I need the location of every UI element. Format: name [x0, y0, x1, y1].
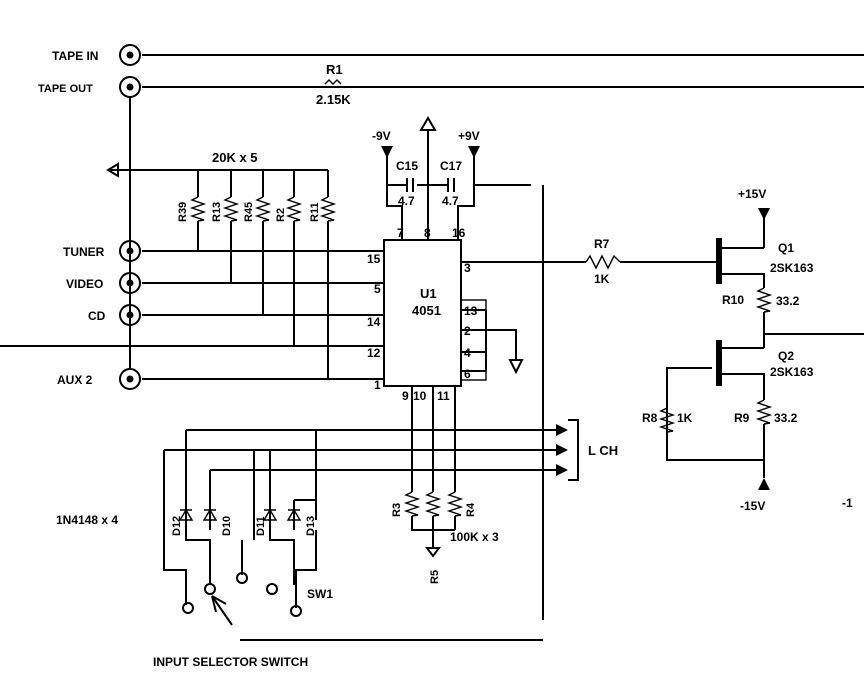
resistor-r10: [755, 287, 773, 313]
label-tuner: TUNER: [63, 245, 105, 259]
pin-13: 13: [464, 304, 478, 318]
label-q1: Q1: [778, 241, 794, 255]
switch-pointer: [211, 595, 233, 626]
pin-5: 5: [374, 282, 381, 296]
label-r45: R45: [243, 202, 255, 222]
label-c17-value: 4.7: [442, 194, 459, 208]
label-c15-value: 4.7: [398, 194, 415, 208]
switch-contacts: [182, 572, 302, 617]
jack-cd: [119, 304, 141, 326]
neg9-arrow: [381, 146, 393, 158]
label-neg15-edge: -1: [842, 496, 853, 510]
mux-pin-box: [460, 299, 487, 381]
pin-12: 12: [367, 346, 381, 360]
label-tape-out: TAPE OUT: [38, 83, 93, 95]
capacitor-c17: [447, 178, 455, 192]
label-q2-part: 2SK163: [770, 365, 814, 379]
label-r7: R7: [594, 237, 610, 251]
label-r39: R39: [177, 202, 189, 222]
wiring: [0, 54, 864, 641]
label-video: VIDEO: [66, 277, 103, 291]
capacitor-c15: [406, 178, 414, 192]
label-q1-part: 2SK163: [770, 261, 814, 275]
label-cd: CD: [88, 309, 106, 323]
pulldown-resistors: [403, 491, 464, 558]
pin-1: 1: [374, 378, 381, 392]
label-d13: D13: [305, 516, 317, 536]
label-aux2: AUX 2: [57, 373, 93, 387]
resistor-r8: [658, 407, 676, 460]
label-r10: R10: [722, 293, 744, 307]
pin-9: 9: [402, 389, 409, 403]
label-r9: R9: [734, 411, 750, 425]
up-arrow: [419, 116, 437, 131]
jack-tape-in: [119, 44, 141, 66]
channel-arrows: [556, 424, 568, 476]
transistor-q1: [712, 238, 722, 284]
pin-15: 15: [367, 252, 381, 266]
pin-16: 16: [452, 226, 466, 240]
label-switch-caption: INPUT SELECTOR SWITCH: [153, 655, 308, 669]
label-pos15: +15V: [738, 187, 766, 201]
jack-tuner: [119, 240, 141, 262]
label-c15: C15: [396, 159, 418, 173]
ground-symbol: [508, 359, 524, 375]
network-resistors: [189, 196, 337, 222]
jack-video: [119, 272, 141, 294]
label-r9-value: 33.2: [774, 411, 798, 425]
label-r3: R3: [391, 503, 403, 517]
label-q2: Q2: [778, 349, 794, 363]
pos9-arrow: [468, 146, 480, 158]
label-r11: R11: [309, 202, 321, 222]
r1-marker: [324, 79, 342, 85]
labels: TAPE IN TAPE OUT TUNER VIDEO CD AUX 2 R1…: [38, 49, 853, 669]
label-r8: R8: [642, 411, 658, 425]
label-tape-in: TAPE IN: [52, 49, 98, 63]
pin-8: 8: [424, 226, 431, 240]
label-pulldown-value: 100K x 3: [450, 530, 499, 544]
label-diodes: 1N4148 x 4: [56, 513, 118, 527]
label-r1-value: 2.15K: [316, 92, 351, 107]
pin-6: 6: [464, 367, 471, 381]
pin-2: 2: [464, 324, 471, 338]
pin-4: 4: [464, 346, 471, 360]
label-neg9: -9V: [372, 129, 391, 143]
resistor-r9: [755, 399, 773, 425]
label-r10-value: 33.2: [776, 294, 800, 308]
label-d12: D12: [171, 516, 183, 536]
label-c17: C17: [440, 159, 462, 173]
label-r8-value: 1K: [677, 411, 693, 425]
label-r13: R13: [211, 202, 223, 222]
label-pos9: +9V: [458, 129, 480, 143]
pin-3: 3: [464, 261, 471, 275]
diodes: [164, 449, 316, 530]
label-r1: R1: [326, 62, 343, 77]
pin-10: 10: [413, 389, 427, 403]
transistor-q2: [716, 340, 722, 386]
network-arrow: [106, 162, 119, 178]
label-d10: D10: [221, 516, 233, 536]
pin-7: 7: [397, 226, 404, 240]
neg15-arrow: [758, 478, 770, 490]
label-r5: R5: [429, 570, 441, 584]
label-sw1: SW1: [307, 587, 333, 601]
label-r4: R4: [465, 502, 477, 517]
label-network-value: 20K x 5: [212, 150, 258, 165]
pos15-arrow: [758, 208, 770, 220]
pin-14: 14: [367, 315, 381, 329]
pin-11: 11: [437, 389, 450, 403]
label-channel: L CH: [588, 443, 618, 458]
resistor-r7: [585, 254, 621, 270]
jack-tape-out: [119, 76, 141, 98]
label-u1: U1: [420, 286, 437, 301]
label-r2: R2: [275, 208, 287, 222]
label-r7-value: 1K: [594, 272, 610, 286]
label-4051: 4051: [412, 303, 441, 318]
jack-aux2: [119, 368, 141, 390]
label-neg15: -15V: [740, 499, 765, 513]
label-d11: D11: [255, 516, 267, 536]
